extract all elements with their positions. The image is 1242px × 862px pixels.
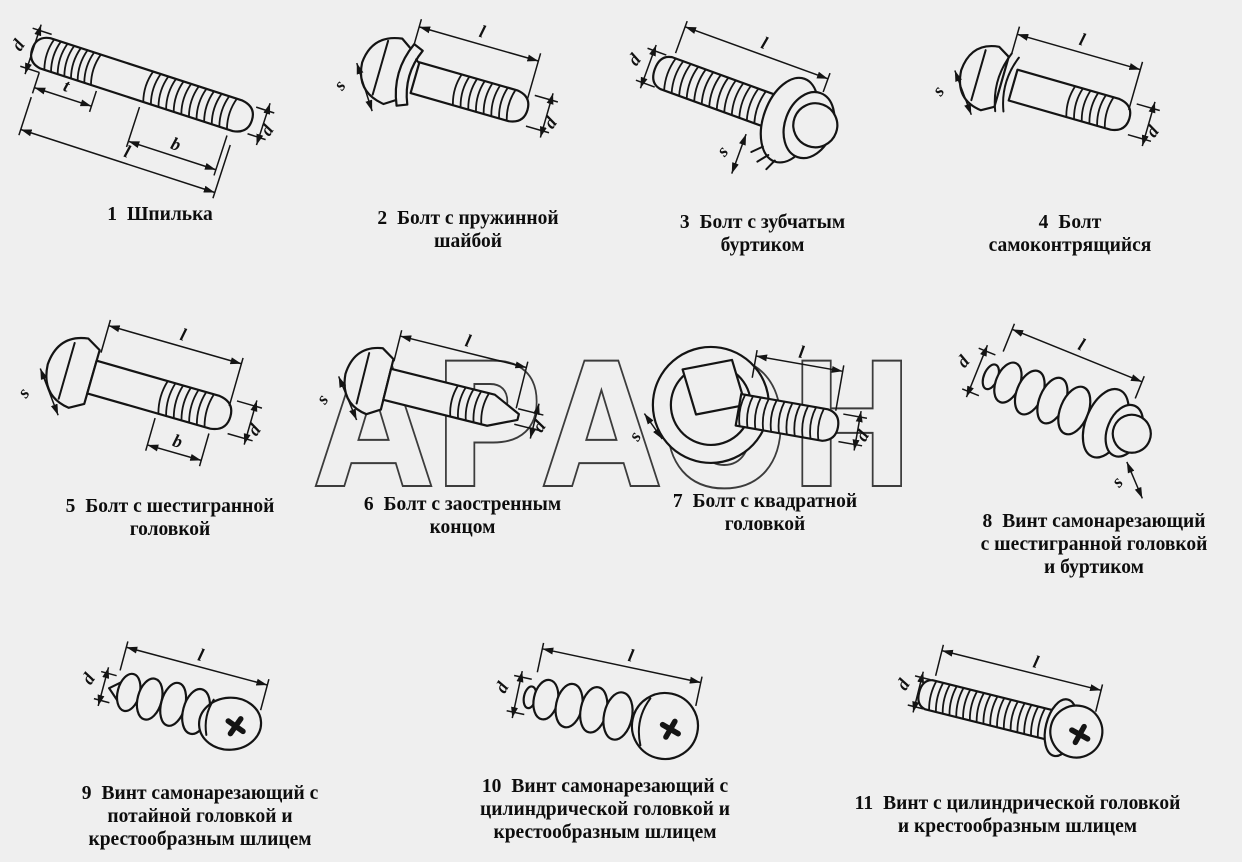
- dim-label-l: l: [1076, 334, 1088, 354]
- dim-label-s: s: [712, 142, 732, 161]
- item-name: Винт самонарезающий с потайной головкой …: [88, 783, 319, 850]
- dim-label-l: l: [178, 324, 188, 345]
- drawing-tapping-screw-countersunk: d l: [77, 641, 270, 751]
- item-number: 5: [65, 496, 76, 517]
- dim-label-l: l: [759, 33, 771, 54]
- item-number: 4: [1038, 212, 1049, 233]
- drawing-stud: d d t b l: [7, 24, 278, 199]
- drawing-bolt-toothed-flange: l d s: [624, 20, 839, 174]
- item-number: 1: [107, 204, 117, 225]
- dim-label-t: t: [61, 75, 73, 96]
- item-name: Болт с зубчатым буртиком: [699, 212, 846, 256]
- dim-label-d: d: [7, 35, 29, 54]
- item-caption-2: 2 Болт с пружинной шайбой: [348, 207, 588, 253]
- item-number: 9: [81, 783, 92, 804]
- drawing-bolt-square-head: l d s: [624, 342, 874, 465]
- drawing-bolt-spring-washer: l s d: [329, 18, 562, 138]
- dim-label-l: l: [1077, 29, 1087, 50]
- item-caption-5: 5 Болт с шестигранной головкой: [45, 495, 295, 541]
- item-number: 7: [672, 491, 683, 512]
- dim-label-l: l: [1031, 651, 1041, 672]
- dim-label-l: l: [463, 330, 473, 351]
- dim-label-d: d: [77, 669, 99, 688]
- drawing-bolt-hex-head: l s b d: [13, 319, 265, 467]
- item-name: Болт самоконтрящийся: [988, 212, 1152, 256]
- dim-label-l: l: [122, 141, 133, 162]
- item-name: Болт с пружинной шайбой: [397, 208, 559, 252]
- item-number: 2: [377, 208, 388, 229]
- item-number: 6: [363, 494, 374, 515]
- item-number: 11: [854, 793, 874, 814]
- item-name: Болт с заостренным концом: [383, 494, 562, 538]
- drawing-tapping-screw-pan-head: d l: [491, 642, 703, 761]
- item-number: 10: [481, 776, 502, 797]
- drawing-bolt-pointed-end: l s d: [311, 330, 550, 439]
- drawing-tapping-screw-hex-flange: d l s: [952, 323, 1152, 499]
- dim-label-l: l: [797, 342, 805, 363]
- drawing-bolt-self-locking: l s d: [927, 26, 1163, 147]
- dim-label-s: s: [1107, 472, 1127, 491]
- item-caption-11: 11 Винт с цилиндрической головкой и крест…: [820, 792, 1215, 838]
- item-caption-1: 1 Шпилька: [40, 203, 280, 226]
- dim-label-d: d: [624, 49, 646, 69]
- drawing-screw-cylindrical-head: d l: [892, 644, 1104, 759]
- dim-label-l: l: [196, 644, 206, 665]
- dim-label-l: l: [477, 21, 487, 42]
- item-name: Шпилька: [126, 204, 213, 225]
- item-name: Болт с шестигранной головкой: [85, 496, 275, 540]
- dim-label-d: d: [952, 351, 974, 372]
- item-name: Винт самонарезающий с шестигранной голов…: [980, 511, 1208, 578]
- item-name: Винт самонарезающий с цилиндрической гол…: [480, 776, 730, 843]
- item-number: 3: [679, 212, 690, 233]
- dim-label-s: s: [329, 76, 350, 94]
- item-caption-7: 7 Болт с квадратной головкой: [645, 490, 885, 536]
- dim-label-b: b: [168, 133, 183, 155]
- dim-label-d: d: [491, 678, 513, 697]
- dim-label-s: s: [13, 384, 34, 402]
- item-name: Винт с цилиндрической головкой и крестоо…: [883, 793, 1181, 837]
- dim-label-d: d: [892, 674, 914, 693]
- dim-label-l: l: [626, 645, 635, 666]
- item-caption-6: 6 Болт с заостренным концом: [340, 493, 585, 539]
- dim-label-s: s: [927, 82, 948, 100]
- dim-label-b: b: [171, 430, 185, 452]
- item-caption-3: 3 Болт с зубчатым буртиком: [645, 211, 880, 257]
- item-name: Болт с квадратной головкой: [692, 491, 858, 535]
- item-number: 8: [982, 511, 993, 532]
